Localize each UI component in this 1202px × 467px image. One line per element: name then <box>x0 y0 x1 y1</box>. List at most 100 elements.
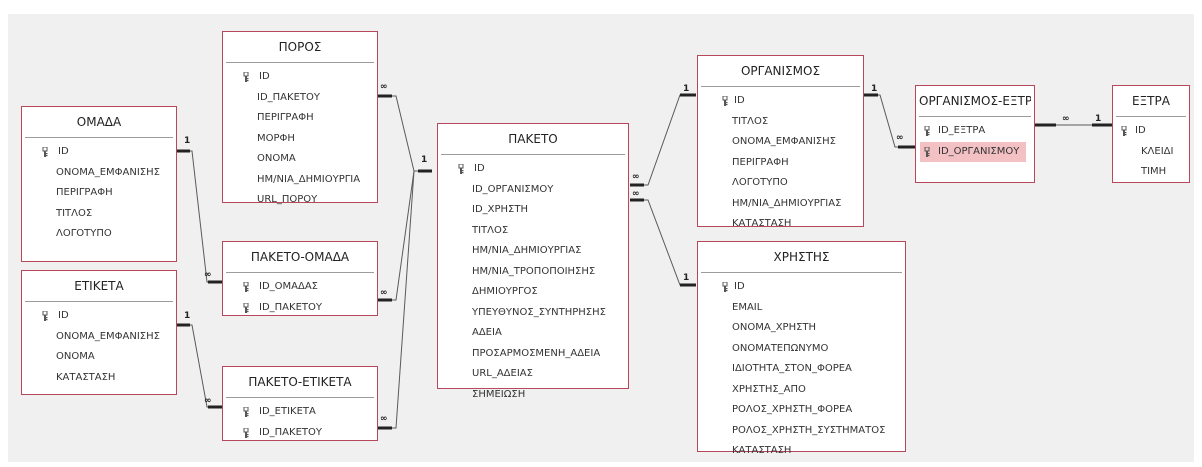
field-row[interactable]: ID <box>698 91 863 112</box>
field-row[interactable]: ΡΟΛΟΣ_ΧΡΗΣΤΗ_ΣΥΣΤΗΜΑΤΟΣ <box>698 421 905 442</box>
field-label: ΛΟΓΟΤΥΠΟ <box>732 177 788 188</box>
table-title: ΧΡΗΣΤΗΣ <box>701 242 902 273</box>
field-row[interactable]: ΟΝΟΜΑ <box>22 347 176 368</box>
field-row[interactable]: ΗΜ/ΝΙΑ_ΔΗΜΙΟΥΡΓΙΑΣ <box>438 241 628 262</box>
primary-key-icon <box>243 302 249 313</box>
table-title: ΕΤΙΚΕΤΑ <box>25 271 173 302</box>
field-row[interactable]: ΠΕΡΙΓΡΑΦΗ <box>698 153 863 174</box>
field-row[interactable]: ΗΜ/ΝΙΑ_ΔΗΜΙΟΥΡΓΙΑ <box>223 170 377 191</box>
table-extra[interactable]: ΕΞΤΡΑ ID ΚΛΕΙΔΙ ΤΙΜΗ <box>1112 85 1190 183</box>
field-label: ID <box>474 163 485 174</box>
table-etiketa[interactable]: ΕΤΙΚΕΤΑ ID ΟΝΟΜΑ_ΕΜΦΑΝΙΣΗΣ ΟΝΟΜΑ ΚΑΤΑΣΤΑ… <box>21 270 177 395</box>
field-row[interactable]: ΗΜ/ΝΙΑ_ΔΗΜΙΟΥΡΓΙΑΣ <box>698 194 863 215</box>
field-label: ID_ΟΡΓΑΝΙΣΜΟΥ <box>938 145 1020 157</box>
field-row[interactable]: ΚΑΤΑΣΤΑΣΗ <box>22 368 176 389</box>
field-row[interactable]: URL_ΠΟΡΟΥ <box>223 190 377 211</box>
field-row[interactable]: ΟΝΟΜΑΤΕΠΩΝΥΜΟ <box>698 339 905 360</box>
field-row[interactable]: ID_ΟΡΓΑΝΙΣΜΟΥ <box>438 180 628 201</box>
field-row[interactable]: ΜΟΡΦΗ <box>223 129 377 150</box>
table-xristis[interactable]: ΧΡΗΣΤΗΣ ID EMAIL ΟΝΟΜΑ_ΧΡΗΣΤΗ ΟΝΟΜΑΤΕΠΩΝ… <box>697 241 906 456</box>
field-row[interactable]: ΗΜ/ΝΙΑ_ΤΡΟΠΟΠΟΙΗΣΗΣ <box>438 262 628 283</box>
card-extra-one: 1 <box>1095 114 1102 124</box>
field-row[interactable]: ΚΛΕΙΔΙ <box>1113 142 1189 163</box>
field-label: ΜΟΡΦΗ <box>257 132 295 144</box>
field-row[interactable]: EMAIL <box>698 298 905 319</box>
table-paketo-etiketa[interactable]: ΠΑΚΕΤΟ-ΕΤΙΚΕΤΑ ID_ΕΤΙΚΕΤΑ ID_ΠΑΚΕΤΟΥ <box>222 366 378 441</box>
table-poros[interactable]: ΠΟΡΟΣ ID ID_ΠΑΚΕΤΟΥ ΠΕΡΙΓΡΑΦΗ ΜΟΡΦΗ ΟΝΟΜ… <box>222 31 378 205</box>
primary-key-icon <box>722 282 728 292</box>
field-row[interactable]: ΤΙΤΛΟΣ <box>22 204 176 225</box>
field-label: ID_ΠΑΚΕΤΟΥ <box>259 301 322 313</box>
field-row[interactable]: ΟΝΟΜΑ_ΕΜΦΑΝΙΣΗΣ <box>22 163 176 184</box>
field-row[interactable]: ΤΙΤΛΟΣ <box>698 112 863 133</box>
field-label: ΟΝΟΜΑ_ΕΜΦΑΝΙΣΗΣ <box>732 136 836 147</box>
field-label: ΗΜ/ΝΙΑ_ΔΗΜΙΟΥΡΓΙΑ <box>257 173 361 185</box>
field-label: ΗΜ/ΝΙΑ_ΔΗΜΙΟΥΡΓΙΑΣ <box>732 197 842 209</box>
field-row[interactable]: ID <box>223 67 377 88</box>
table-organismos-extra[interactable]: ΟΡΓΑΝΙΣΜΟΣ-ΕΞΤΡΑ ID_ΕΞΤΡΑ ID_ΟΡΓΑΝΙΣΜΟΥ <box>915 85 1035 183</box>
field-row[interactable]: ΡΟΛΟΣ_ΧΡΗΣΤΗ_ΦΟΡΕΑ <box>698 400 905 421</box>
field-row[interactable]: ΛΟΓΟΤΥΠΟ <box>698 173 863 194</box>
field-row[interactable]: ΤΙΤΛΟΣ <box>438 221 628 242</box>
field-row[interactable]: ID_ΠΑΚΕΤΟΥ <box>223 298 377 319</box>
field-row[interactable]: ΠΕΡΙΓΡΑΦΗ <box>22 183 176 204</box>
card-organismos-one: 1 <box>683 84 690 94</box>
field-label: ΠΕΡΙΓΡΑΦΗ <box>257 112 314 123</box>
field-row[interactable]: ΚΑΤΑΣΤΑΣΗ <box>698 441 905 462</box>
table-paketo-omada[interactable]: ΠΑΚΕΤΟ-ΟΜΑΔΑ ID_ΟΜΑΔΑΣ ID_ΠΑΚΕΤΟΥ <box>222 241 378 316</box>
field-row[interactable]: ID <box>438 159 628 180</box>
field-row[interactable]: ΑΔΕΙΑ <box>438 323 628 344</box>
field-label: ΤΙΤΛΟΣ <box>732 115 769 127</box>
table-organismos[interactable]: ΟΡΓΑΝΙΣΜΟΣ ID ΤΙΤΛΟΣ ΟΝΟΜΑ_ΕΜΦΑΝΙΣΗΣ ΠΕΡ… <box>697 55 864 229</box>
field-row[interactable]: ID_ΟΜΑΔΑΣ <box>223 277 377 298</box>
field-row[interactable]: ID_ΠΑΚΕΤΟΥ <box>223 88 377 109</box>
field-label: EMAIL <box>732 301 763 313</box>
field-row[interactable]: ΟΝΟΜΑ <box>223 149 377 170</box>
field-row[interactable]: ΙΔΙΟΤΗΤΑ_ΣΤΟΝ_ΦΟΡΕΑ <box>698 359 905 380</box>
field-row[interactable]: ID <box>1113 121 1189 142</box>
field-label: ΠΕΡΙΓΡΑΦΗ <box>56 187 113 198</box>
field-row[interactable]: ΠΕΡΙΓΡΑΦΗ <box>223 108 377 129</box>
table-omada[interactable]: ΟΜΑΔΑ ID ΟΝΟΜΑ_ΕΜΦΑΝΙΣΗΣ ΠΕΡΙΓΡΑΦΗ ΤΙΤΛΟ… <box>21 106 177 262</box>
field-row[interactable]: ΥΠΕΥΘΥΝΟΣ_ΣΥΝΤΗΡΗΣΗΣ <box>438 303 628 324</box>
field-label: ΟΝΟΜΑ_ΕΜΦΑΝΙΣΗΣ <box>56 330 160 342</box>
field-label: ΚΑΤΑΣΤΑΣΗ <box>732 445 792 456</box>
card-xristis-one: 1 <box>683 273 690 283</box>
field-row[interactable]: ID_ΕΤΙΚΕΤΑ <box>223 402 377 423</box>
field-row[interactable]: ID_ΠΑΚΕΤΟΥ <box>223 423 377 444</box>
field-row[interactable]: ID <box>22 142 176 163</box>
field-label: ID <box>58 310 69 321</box>
field-row[interactable]: ΠΡΟΣΑΡΜΟΣΜΕΝΗ_ΑΔΕΙΑ <box>438 344 628 365</box>
table-paketo[interactable]: ΠΑΚΕΤΟ ID ID_ΟΡΓΑΝΙΣΜΟΥ ID_ΧΡΗΣΤΗ ΤΙΤΛΟΣ… <box>437 123 629 400</box>
field-label: ID <box>1135 125 1146 136</box>
card-omada-one: 1 <box>184 136 191 146</box>
field-label: ΧΡΗΣΤΗΣ_ΑΠΟ <box>732 383 806 395</box>
field-row[interactable]: ΤΙΜΗ <box>1113 162 1189 183</box>
primary-key-icon <box>243 407 249 417</box>
primary-key-icon <box>924 146 930 157</box>
field-row[interactable]: ΟΝΟΜΑ_ΕΜΦΑΝΙΣΗΣ <box>22 327 176 348</box>
field-label: ΠΡΟΣΑΡΜΟΣΜΕΝΗ_ΑΔΕΙΑ <box>472 347 601 359</box>
field-label: ID_ΠΑΚΕΤΟΥ <box>259 426 322 438</box>
field-row[interactable]: ID_ΧΡΗΣΤΗ <box>438 200 628 221</box>
field-row[interactable]: ΛΟΓΟΤΥΠΟ <box>22 224 176 245</box>
field-label: ΤΙΜΗ <box>1141 166 1167 177</box>
field-row[interactable]: ΣΗΜΕΙΩΣΗ <box>438 385 628 406</box>
field-row[interactable]: ΟΝΟΜΑ_ΧΡΗΣΤΗ <box>698 318 905 339</box>
field-label: ID <box>734 281 745 292</box>
card-paketo-etiketa-paketo-many: ∞ <box>380 414 388 424</box>
field-row[interactable]: ΚΑΤΑΣΤΑΣΗ <box>698 214 863 235</box>
field-row[interactable]: URL_ΑΔΕΙΑΣ <box>438 364 628 385</box>
field-row[interactable]: ID_ΕΞΤΡΑ <box>916 121 1034 142</box>
card-organismos-extra-many: ∞ <box>896 133 904 143</box>
field-row-selected[interactable]: ID_ΟΡΓΑΝΙΣΜΟΥ <box>920 141 1026 162</box>
field-row[interactable]: ΧΡΗΣΤΗΣ_ΑΠΟ <box>698 380 905 401</box>
field-row[interactable]: ΔΗΜΙΟΥΡΓΟΣ <box>438 282 628 303</box>
field-row[interactable]: ID <box>698 277 905 298</box>
primary-key-icon <box>924 126 930 136</box>
table-title: ΟΜΑΔΑ <box>25 107 173 138</box>
field-row[interactable]: ΟΝΟΜΑ_ΕΜΦΑΝΙΣΗΣ <box>698 132 863 153</box>
field-label: ΟΝΟΜΑΤΕΠΩΝΥΜΟ <box>732 342 829 354</box>
field-row[interactable]: ID <box>22 306 176 327</box>
primary-key-icon <box>42 147 48 157</box>
